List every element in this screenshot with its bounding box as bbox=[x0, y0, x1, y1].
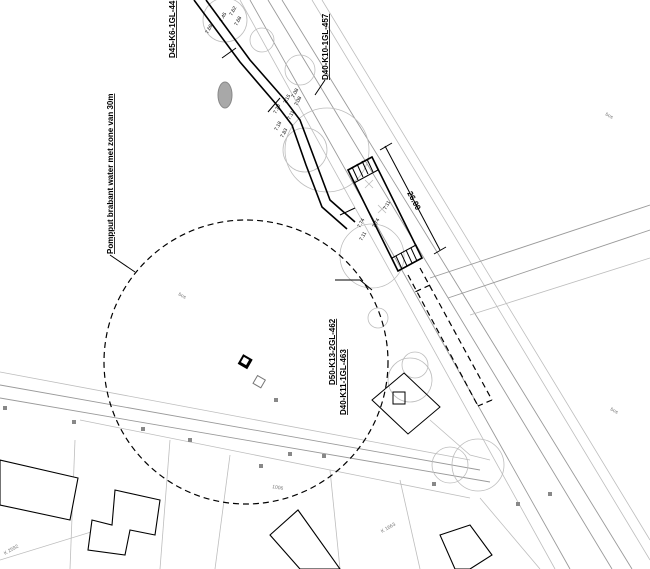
side-road-lines bbox=[0, 204, 650, 569]
dimension-line bbox=[379, 142, 447, 255]
level-label: 7.45 bbox=[218, 11, 228, 23]
leader-lines bbox=[109, 79, 373, 291]
dimension-length: 26.00 bbox=[405, 190, 423, 212]
main-road-lines bbox=[239, 0, 650, 569]
parking-strip bbox=[407, 267, 493, 407]
level-label: 7.83 bbox=[279, 127, 289, 139]
level-label: 7.11 bbox=[382, 200, 392, 211]
cable-trench bbox=[193, 0, 356, 230]
plot-label: 1006 bbox=[272, 484, 284, 492]
cable-label-right: D40-K10-1GL-457 bbox=[321, 13, 330, 80]
grass-label: bos bbox=[177, 292, 187, 301]
zone-note: Pompput brabant water met zone van 30m bbox=[106, 94, 115, 254]
level-label: 7.74 bbox=[371, 217, 381, 229]
houses bbox=[0, 459, 493, 569]
level-label: 7.08 bbox=[293, 95, 303, 107]
level-label: 7.11 bbox=[286, 110, 296, 121]
tree-canopies bbox=[202, 0, 505, 492]
level-label: 7.62 bbox=[228, 5, 238, 17]
site-markers bbox=[3, 398, 552, 506]
small-building bbox=[371, 372, 491, 461]
level-label: 7.18 bbox=[273, 120, 283, 132]
level-label: 7.70 bbox=[272, 103, 282, 115]
pump-well-symbol bbox=[237, 354, 267, 389]
grass-label: bos bbox=[604, 112, 614, 121]
pond-shape bbox=[217, 81, 233, 109]
level-label: 7.08 bbox=[290, 87, 300, 99]
level-label: 7.11 bbox=[358, 231, 368, 242]
cable-label-lower-1: D50-K13-2GL-462 bbox=[328, 318, 337, 385]
level-label: 7.69 bbox=[204, 23, 214, 35]
level-label: 7.74 bbox=[356, 217, 366, 229]
protection-zone-circle bbox=[103, 219, 389, 505]
cable-label-lower-2: D40-K11-1GL-463 bbox=[339, 349, 348, 415]
level-label: 7.68 bbox=[233, 15, 243, 27]
grass-label: bos bbox=[609, 407, 619, 416]
level-label: 7.15 bbox=[282, 93, 292, 105]
cable-label-top: D45-K6-1GL-44 bbox=[168, 0, 177, 58]
parcel-label: K 1663 bbox=[380, 522, 397, 535]
pump-station bbox=[346, 155, 424, 273]
